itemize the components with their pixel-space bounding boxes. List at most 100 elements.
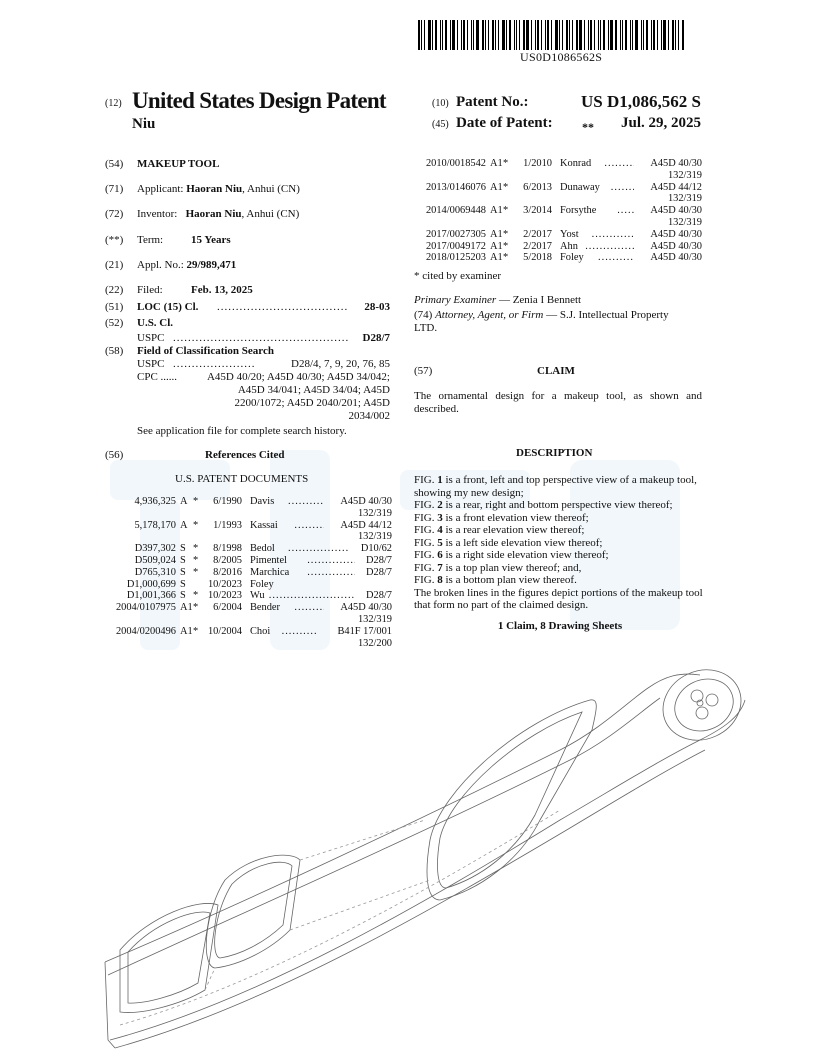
leader-dots: ........................................ — [294, 519, 324, 531]
term-value: 15 Years — [191, 234, 231, 246]
figure-prefix: FIG. — [414, 524, 438, 536]
barcode-bar — [562, 20, 563, 50]
reference-date: 1/1993 — [213, 519, 242, 531]
appl-label: Appl. No.: — [137, 259, 184, 271]
reference-secondary-class: 132/319 — [357, 613, 392, 625]
broken-lines — [119, 809, 561, 1026]
window-middle — [205, 854, 301, 969]
leader-dots: ........................................… — [173, 332, 349, 344]
inventor-name: Haoran Niu — [185, 208, 242, 220]
reference-kind: S — [180, 543, 186, 555]
leader-dots: ........................................ — [598, 252, 634, 264]
reference-kind: A1 — [180, 625, 193, 637]
leader-dots: ........................................ — [288, 496, 324, 507]
barcode-bar — [467, 20, 468, 50]
barcode-bar — [632, 20, 633, 50]
barcode-text: US0D1086562S — [520, 50, 603, 64]
filed-label: Filed: — [137, 284, 163, 296]
barcode-bar — [471, 20, 472, 50]
barcode-bar — [463, 20, 465, 50]
barcode-bar — [473, 20, 474, 50]
reference-number: D509,024 — [134, 554, 176, 566]
field-uspc-label: USPC — [137, 358, 165, 370]
reference-kind: S — [180, 566, 186, 578]
reference-inventor: Yost — [560, 228, 579, 240]
barcode-bar — [435, 20, 437, 50]
patent-number: US D1,086,562 S — [581, 92, 701, 111]
reference-row-continuation: 132/200 — [100, 638, 392, 650]
date-label: Date of Patent: — [456, 115, 553, 131]
claims-summary: 1 Claim, 8 Drawing Sheets — [497, 619, 623, 632]
barcode-bar — [657, 20, 658, 50]
reference-secondary-class: 132/319 — [667, 216, 702, 228]
barcode-bar — [476, 20, 479, 50]
reference-kind: A1 — [490, 205, 503, 217]
reference-class: B41F 17/001 — [337, 625, 392, 637]
barcode-bar — [661, 20, 662, 50]
applicant-label: Applicant: — [137, 183, 184, 195]
barcode-bar — [509, 20, 511, 50]
reference-class: D10/62 — [360, 543, 392, 555]
reference-date: 6/2013 — [523, 181, 552, 193]
barcode-bar — [663, 20, 666, 50]
reference-row-continuation: 132/319 — [100, 614, 392, 626]
barcode-bar — [498, 20, 499, 50]
barcode-bar — [646, 20, 648, 50]
examiner-name: — Zenia I Bennett — [496, 294, 582, 306]
reference-inventor: Marchica — [250, 566, 290, 578]
leader-dots: ........................................ — [591, 228, 634, 240]
barcode-bar — [488, 20, 489, 50]
reference-kind: S — [180, 578, 186, 590]
barcode-bar — [594, 20, 595, 50]
uspc-label: USPC — [137, 332, 165, 344]
barcode-bar — [531, 20, 532, 50]
reference-class: A45D 40/30 — [650, 240, 702, 252]
leader-dots: ........................................ — [288, 543, 349, 555]
appl-number: 29/989,471 — [186, 259, 237, 271]
field-code: (72) — [105, 208, 124, 220]
reference-kind: A1 — [490, 240, 503, 252]
barcode-bar — [450, 20, 451, 50]
us-cl-label: U.S. Cl. — [137, 317, 174, 329]
barcode-bar — [482, 20, 484, 50]
loc-value: 28-03 — [364, 301, 390, 313]
leader-dots: ........................................ — [281, 625, 318, 637]
cpc-line: 2034/002 — [348, 410, 390, 422]
applicant-location: , Anhui (CN) — [242, 183, 300, 195]
reference-row-continuation: 132/319 — [410, 193, 702, 205]
figure-num: 2 — [437, 499, 443, 511]
field-code: (51) — [105, 301, 124, 313]
design-drawing — [104, 669, 746, 1049]
reference-star: * — [193, 625, 199, 637]
barcode-bar — [545, 20, 546, 50]
figure-prefix: FIG. — [414, 474, 438, 486]
barcode-bar — [452, 20, 455, 50]
window-small — [119, 903, 219, 1013]
figure-text: is a front, left and top perspective vie… — [414, 474, 697, 499]
figure-prefix: FIG. — [414, 561, 438, 574]
reference-star: * — [503, 158, 509, 169]
loc-label: LOC (15) Cl. — [137, 301, 199, 313]
figure-description: FIG. 6 is a right side elevation view th… — [414, 549, 706, 562]
reference-date: 10/2023 — [207, 578, 242, 590]
barcode-bar — [457, 20, 458, 50]
field-code: (**) — [105, 234, 124, 246]
reference-star: * — [503, 205, 509, 217]
barcode-bar — [643, 20, 644, 50]
barcode-bar — [572, 20, 573, 50]
references-heading: References Cited — [205, 449, 285, 461]
leader-dots: ........................................ — [585, 240, 634, 252]
barcode-bar — [442, 20, 443, 50]
barcode-bar — [598, 20, 599, 50]
leader-dots: ........................................… — [217, 301, 349, 313]
leader-dots: ........................................ — [307, 566, 355, 578]
date-code: (45) — [432, 119, 449, 130]
cpc-line: A45D 34/041; A45D 34/04; A45D — [237, 384, 390, 396]
reference-inventor: Bedol — [250, 543, 275, 555]
